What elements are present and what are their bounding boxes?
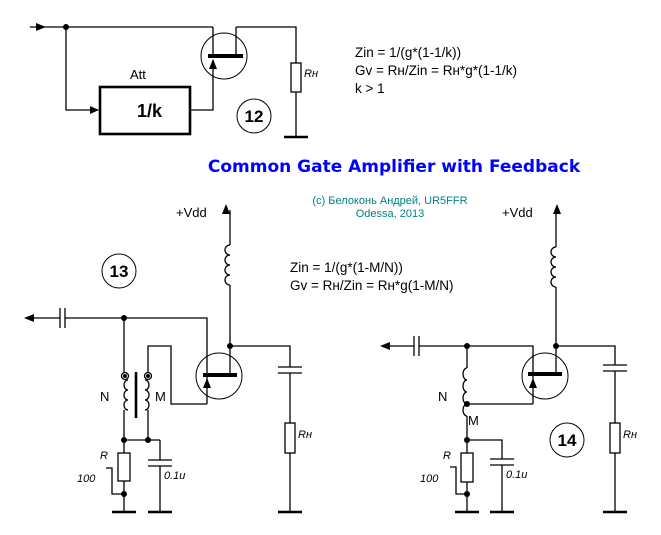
source-arrow-icon (209, 59, 217, 69)
credit-author: (c) Белоконь Андрей, UR5FFR (312, 195, 467, 207)
credit-place: Odessa, 2013 (356, 208, 425, 220)
transistor-12 (200, 32, 248, 80)
junction-dot (145, 437, 151, 443)
resistor-value: 100 (420, 473, 439, 485)
circuit-number-badge (101, 253, 137, 289)
circuit-14: +Vdd Rн N M (380, 204, 637, 514)
load-resistor (284, 422, 296, 454)
wiper-wire (450, 466, 467, 495)
winding-n (123, 379, 129, 411)
resistor-label: R (100, 450, 108, 462)
vdd-arrow-icon (553, 204, 561, 214)
formula-gv: Gv = Rн/Zin = Rн*g*(1-1/k) (355, 63, 517, 78)
variable-resistor (460, 452, 474, 483)
attenuator-label: Att (130, 67, 146, 82)
circuit-12: Att 1/k Rн 12 Zin = 1/(g*(1-1/k)) Gv = R… (30, 23, 517, 139)
output-wire (556, 345, 616, 365)
formula-zin: Zin = 1/(g*(1-1/k)) (355, 45, 461, 60)
coil-n (462, 367, 468, 405)
input-arrow-icon (380, 342, 390, 350)
feedback-wire (65, 27, 98, 111)
coil-m (462, 403, 468, 417)
dot-marker (123, 374, 127, 378)
junction-dot (121, 491, 127, 497)
vdd-arrow-icon (222, 204, 230, 214)
circuit-number-badge (236, 98, 272, 134)
formula-zin: Zin = 1/(g*(1-M/N)) (290, 260, 403, 275)
dot-marker (143, 371, 153, 381)
dot-marker (120, 371, 130, 381)
winding-n-label: N (100, 389, 109, 404)
variable-resistor (117, 452, 131, 482)
source-wire (419, 345, 534, 404)
junction-dot (464, 491, 470, 497)
vdd-label: +Vdd (176, 205, 207, 220)
winding-m (144, 379, 150, 411)
page-title: Common Gate Amplifier with Feedback (208, 157, 581, 177)
drain-choke (224, 244, 231, 286)
winding-n-label: N (438, 389, 447, 404)
attenuator-value: 1/k (137, 101, 163, 121)
resistor-label: R (443, 450, 451, 462)
winding-m-wire (147, 345, 207, 405)
circuit-number: 14 (558, 431, 577, 450)
formula-gv: Gv = Rн/Zin = Rн*g(1-M/N) (290, 278, 453, 293)
capacitor-value: 0.1u (506, 469, 527, 481)
att-input-arrow-icon (90, 106, 99, 114)
capacitor-value: 0.1u (164, 470, 185, 482)
transistor-13 (195, 352, 243, 400)
output-wire (230, 345, 291, 367)
resistor-value: 100 (77, 473, 96, 485)
input-arrow-icon (24, 314, 34, 322)
winding-m-label: M (155, 389, 166, 404)
circuit-number: 12 (245, 107, 264, 126)
circuit-number: 13 (110, 262, 129, 281)
load-label: Rн (623, 429, 637, 441)
load-resistor (290, 62, 302, 93)
bypass-cap-wire (467, 439, 503, 459)
source-wire (65, 317, 208, 404)
circuit-number-badge (549, 422, 585, 458)
drain-wire (236, 26, 297, 63)
circuit-13: +Vdd Rн (24, 204, 453, 514)
vdd-label: +Vdd (502, 205, 533, 220)
winding-m-label: M (468, 413, 479, 428)
formula-k: k > 1 (355, 81, 385, 96)
dot-marker (146, 374, 150, 378)
load-label: Rн (298, 429, 312, 441)
input-arrow-icon (36, 23, 46, 31)
load-resistor (609, 422, 621, 454)
wiper-wire (106, 467, 124, 495)
gate-wire (190, 60, 214, 111)
drain-choke (550, 246, 557, 288)
transistor-14 (521, 352, 569, 400)
load-label: Rн (304, 68, 318, 80)
